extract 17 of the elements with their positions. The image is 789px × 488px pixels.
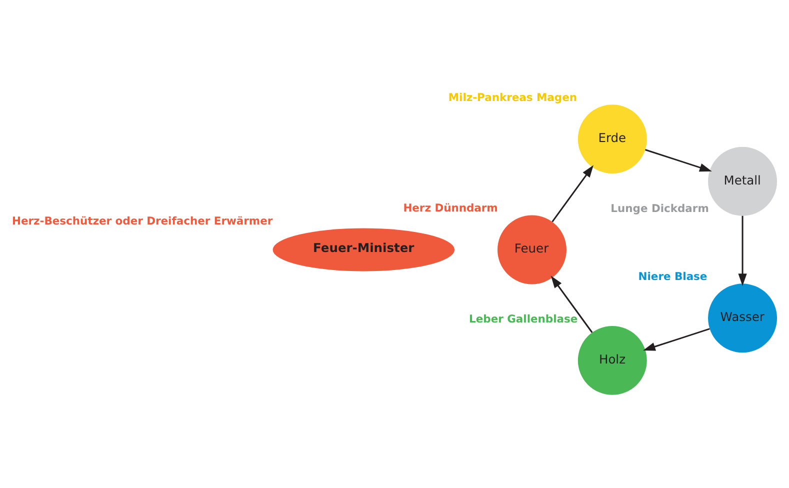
- node-label: Leber Gallenblase: [469, 312, 578, 326]
- node-ellipse: Feuer-Minister: [272, 228, 455, 272]
- node-circle: Holz: [578, 326, 647, 395]
- node-circle: Feuer: [498, 215, 566, 284]
- node-label: Milz-Pankreas Magen: [448, 90, 578, 104]
- node-label: Lunge Dickdarm: [610, 202, 709, 216]
- arrow: [550, 276, 593, 333]
- node-label: Herz-Beschützer oder Dreifacher Erwärmer: [12, 214, 273, 228]
- arrow: [643, 328, 710, 351]
- arrow: [552, 165, 594, 222]
- node-circle: Wasser: [708, 284, 778, 353]
- arrow: [738, 216, 747, 286]
- node-label: Herz Dünndarm: [403, 202, 498, 215]
- node-label: Niere Blase: [638, 270, 708, 283]
- arrow: [645, 149, 712, 172]
- node-circle: Metall: [708, 146, 778, 216]
- node-circle: Erde: [578, 104, 647, 174]
